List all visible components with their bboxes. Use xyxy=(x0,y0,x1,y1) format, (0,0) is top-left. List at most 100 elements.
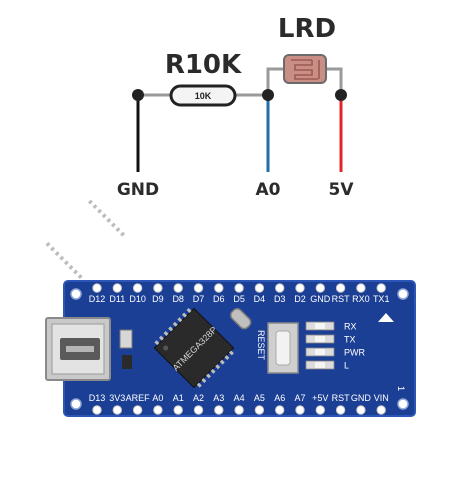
header-pad xyxy=(112,283,123,293)
ldr-icon xyxy=(283,54,327,84)
chip-leg xyxy=(163,331,169,336)
chip-leg xyxy=(172,321,178,327)
header-pad xyxy=(376,283,386,293)
header-pad xyxy=(153,283,163,293)
chip-leg xyxy=(73,269,79,275)
top-pin-label: D4 xyxy=(254,294,266,304)
node-gnd xyxy=(132,89,144,101)
led-label: PWR xyxy=(344,348,365,358)
header-pad xyxy=(254,283,265,293)
top-pin-label: D7 xyxy=(193,294,205,304)
chip-leg xyxy=(224,355,230,361)
chip-leg xyxy=(68,264,74,270)
chip-leg xyxy=(110,222,116,228)
bottom-pin-label: AREF xyxy=(126,393,151,403)
chip-leg xyxy=(97,208,103,214)
bottom-pin-label: A4 xyxy=(234,393,245,403)
led-label: TX xyxy=(344,335,356,345)
header-pad xyxy=(214,283,224,293)
led-icon xyxy=(305,334,335,344)
node-5v xyxy=(335,89,347,101)
top-pin-label: TX1 xyxy=(373,294,390,304)
chip-leg xyxy=(63,260,69,266)
header-pad xyxy=(295,283,305,293)
chip-leg xyxy=(229,350,234,356)
top-pin-label: D5 xyxy=(233,294,245,304)
chip-leg xyxy=(54,251,60,257)
header-pad xyxy=(173,405,183,415)
chip-leg xyxy=(154,340,160,346)
header-pad xyxy=(315,405,325,415)
reset-label: RESET xyxy=(256,330,266,361)
smd-component xyxy=(119,329,133,349)
chip-leg xyxy=(186,308,192,313)
header-pad xyxy=(132,283,143,293)
header-pad xyxy=(173,283,183,293)
chip-leg xyxy=(87,199,93,205)
chip-leg xyxy=(59,255,65,261)
pin1-triangle-icon xyxy=(378,313,394,322)
bottom-pin-label: A3 xyxy=(213,393,224,403)
top-pin-label: D2 xyxy=(294,294,306,304)
header-pad xyxy=(275,283,285,293)
header-pad xyxy=(92,283,102,293)
header-pad xyxy=(295,405,305,415)
chip-leg xyxy=(120,231,126,237)
led-label: RX xyxy=(344,322,357,332)
5v-label: 5V xyxy=(329,180,355,200)
led-icon xyxy=(305,347,335,357)
usb-connector-icon xyxy=(45,317,111,381)
header-pad xyxy=(214,405,224,415)
mounting-hole xyxy=(70,398,82,410)
resistor-value: 10K xyxy=(195,91,212,101)
bottom-pin-label: GND xyxy=(351,393,372,403)
bottom-pin-label: A1 xyxy=(173,393,184,403)
led-label: L xyxy=(344,361,349,371)
a0-label: A0 xyxy=(256,180,281,200)
header-pad xyxy=(132,405,143,415)
bottom-pin-label: A5 xyxy=(254,393,265,403)
chip-leg xyxy=(101,213,107,219)
chip-leg xyxy=(219,359,225,365)
bottom-header-pads xyxy=(92,405,386,415)
status-leds: RX TX PWR L xyxy=(305,322,365,371)
header-pad xyxy=(376,405,386,415)
header-pad xyxy=(356,405,366,415)
resistor-label: R10K xyxy=(165,50,242,80)
bottom-pin-label: A2 xyxy=(193,393,204,403)
chip-leg xyxy=(206,373,211,379)
microcontroller-chip-icon: ATMEGA328P xyxy=(45,199,235,389)
chip-leg xyxy=(106,217,112,223)
bottom-pin-label: 3V3 xyxy=(109,393,125,403)
schematic: 10K R10K LRD GND A0 5V xyxy=(117,14,354,200)
header-pad xyxy=(193,405,204,415)
bottom-pin-label: RST xyxy=(332,393,351,403)
header-pad xyxy=(356,283,366,293)
top-header-pads xyxy=(92,283,386,293)
chip-leg xyxy=(210,368,216,374)
top-pin-label: D10 xyxy=(129,294,146,304)
chip-leg xyxy=(181,312,187,318)
chip-leg xyxy=(92,204,98,210)
bottom-pin-label: A6 xyxy=(274,393,285,403)
mounting-hole xyxy=(70,288,82,300)
header-pad xyxy=(112,405,123,415)
bottom-pin-label: VIN xyxy=(374,393,389,403)
top-pin-label: D6 xyxy=(213,294,225,304)
chip-leg xyxy=(45,241,51,247)
chip-leg xyxy=(50,246,56,252)
header-pad xyxy=(153,405,163,415)
resistor: 10K xyxy=(169,84,237,107)
top-pin-label: D12 xyxy=(89,294,106,304)
crystal-icon xyxy=(230,308,252,330)
header-pad xyxy=(335,405,346,415)
top-pin-label: D9 xyxy=(152,294,164,304)
mounting-hole xyxy=(397,398,409,410)
node-a0 xyxy=(262,89,274,101)
bottom-pin-label: +5V xyxy=(312,393,328,403)
top-pin-label: RST xyxy=(332,294,351,304)
top-pin-label: GND xyxy=(310,294,331,304)
